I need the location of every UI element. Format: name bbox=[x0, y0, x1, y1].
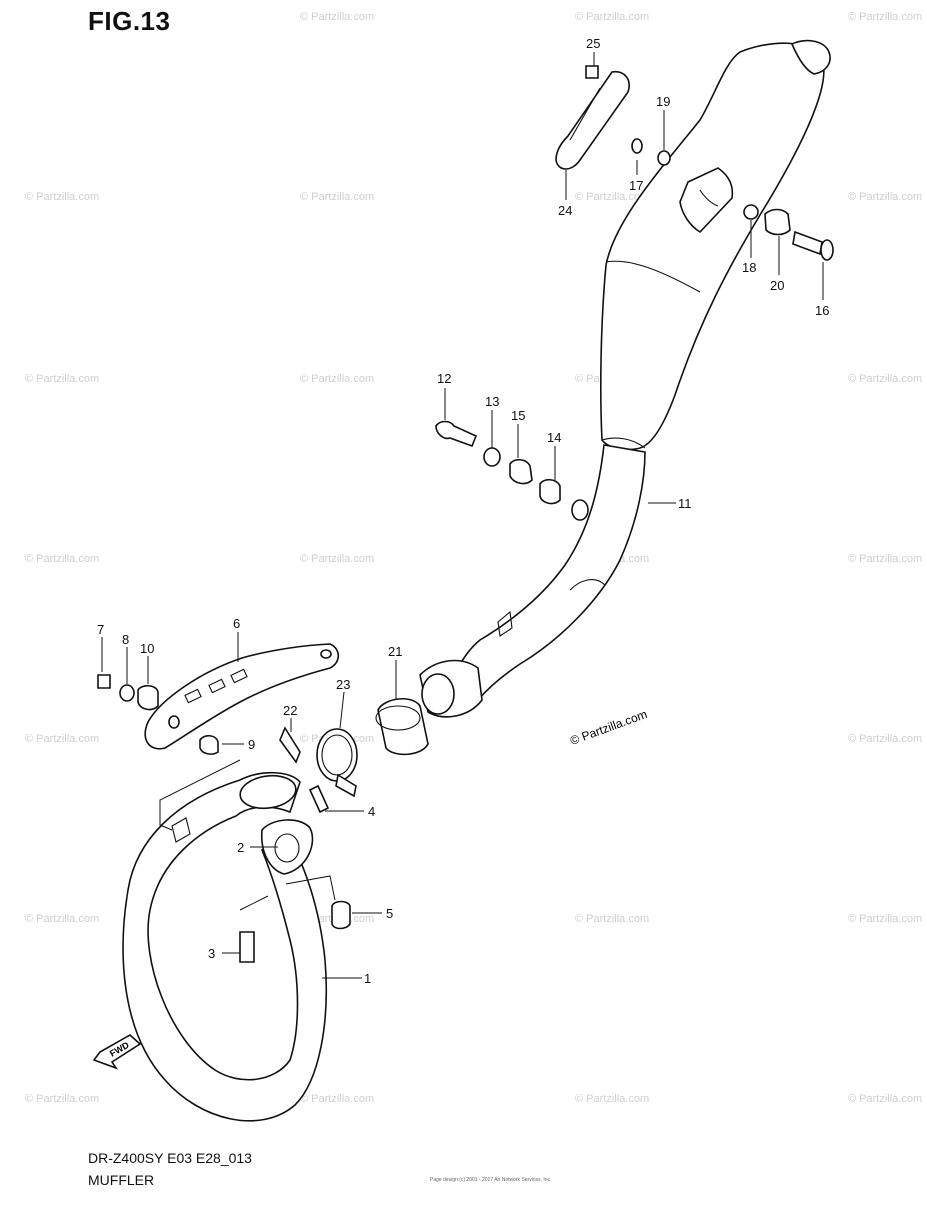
callout-3: 3 bbox=[208, 946, 215, 961]
muffler-body[interactable] bbox=[419, 39, 831, 718]
heat-shield[interactable] bbox=[555, 65, 630, 170]
callout-24: 24 bbox=[558, 203, 572, 218]
callout-18: 18 bbox=[742, 260, 756, 275]
clamp-assembly[interactable] bbox=[279, 698, 429, 814]
watermark: © Partzilla.com bbox=[300, 191, 374, 203]
callout-13: 13 bbox=[485, 394, 499, 409]
figure-title: FIG.13 bbox=[88, 6, 171, 36]
model-code: DR-Z400SY E03 E28_013 bbox=[88, 1150, 252, 1166]
callout-14: 14 bbox=[547, 430, 561, 445]
callout-4: 4 bbox=[368, 804, 375, 819]
callout-9: 9 bbox=[248, 737, 255, 752]
watermark: © Partzilla.com bbox=[25, 913, 99, 925]
watermark: © Partzilla.com bbox=[575, 913, 649, 925]
watermark: © Partzilla.com bbox=[300, 553, 374, 565]
callout-15: 15 bbox=[511, 408, 525, 423]
watermark: © Partzilla.com bbox=[848, 913, 922, 925]
center-watermark: © Partzilla.com bbox=[568, 707, 649, 748]
watermark: © Partzilla.com bbox=[848, 1093, 922, 1105]
callout-20: 20 bbox=[770, 278, 784, 293]
mount-hardware[interactable] bbox=[631, 138, 834, 261]
section-name: MUFFLER bbox=[88, 1172, 155, 1188]
callout-22: 22 bbox=[283, 703, 297, 718]
watermark: © Partzilla.com bbox=[25, 373, 99, 385]
watermark: © Partzilla.com bbox=[300, 373, 374, 385]
forward-arrow-icon: FWD bbox=[92, 1034, 142, 1070]
callout-10: 10 bbox=[140, 641, 154, 656]
watermark: © Partzilla.com bbox=[25, 553, 99, 565]
exhaust-pipe[interactable] bbox=[122, 771, 351, 1122]
credit-line: Page design (c) 2001 - 2017 Ari Network … bbox=[430, 1177, 552, 1183]
watermark: © Partzilla.com bbox=[848, 11, 922, 23]
watermark: © Partzilla.com bbox=[575, 11, 649, 23]
watermark-layer: © Partzilla.com © Partzilla.com © Partzi… bbox=[25, 11, 922, 1105]
watermark: © Partzilla.com bbox=[575, 191, 649, 203]
watermark: © Partzilla.com bbox=[25, 191, 99, 203]
watermark: © Partzilla.com bbox=[848, 553, 922, 565]
watermark: © Partzilla.com bbox=[848, 191, 922, 203]
callout-21: 21 bbox=[388, 644, 402, 659]
callout-7: 7 bbox=[97, 622, 104, 637]
watermark: © Partzilla.com bbox=[300, 1093, 374, 1105]
callout-25: 25 bbox=[586, 36, 600, 51]
callout-6: 6 bbox=[233, 616, 240, 631]
callout-numbers: 1 2 3 4 5 6 7 8 9 10 11 12 13 14 15 16 1… bbox=[97, 36, 829, 986]
callout-23: 23 bbox=[336, 677, 350, 692]
watermark: © Partzilla.com bbox=[848, 733, 922, 745]
callout-2: 2 bbox=[237, 840, 244, 855]
watermark: © Partzilla.com bbox=[25, 1093, 99, 1105]
callout-12: 12 bbox=[437, 371, 451, 386]
callout-19: 19 bbox=[656, 94, 670, 109]
front-bracket[interactable] bbox=[97, 643, 340, 755]
watermark: © Partzilla.com bbox=[300, 11, 374, 23]
callout-16: 16 bbox=[815, 303, 829, 318]
watermark: © Partzilla.com bbox=[575, 1093, 649, 1105]
callout-1: 1 bbox=[364, 971, 371, 986]
callout-17: 17 bbox=[629, 178, 643, 193]
mid-hardware[interactable] bbox=[435, 420, 561, 505]
callout-5: 5 bbox=[386, 906, 393, 921]
callout-11: 11 bbox=[678, 496, 692, 511]
watermark: © Partzilla.com bbox=[25, 733, 99, 745]
callout-8: 8 bbox=[122, 632, 129, 647]
leader-lines bbox=[101, 52, 824, 979]
watermark: © Partzilla.com bbox=[848, 373, 922, 385]
